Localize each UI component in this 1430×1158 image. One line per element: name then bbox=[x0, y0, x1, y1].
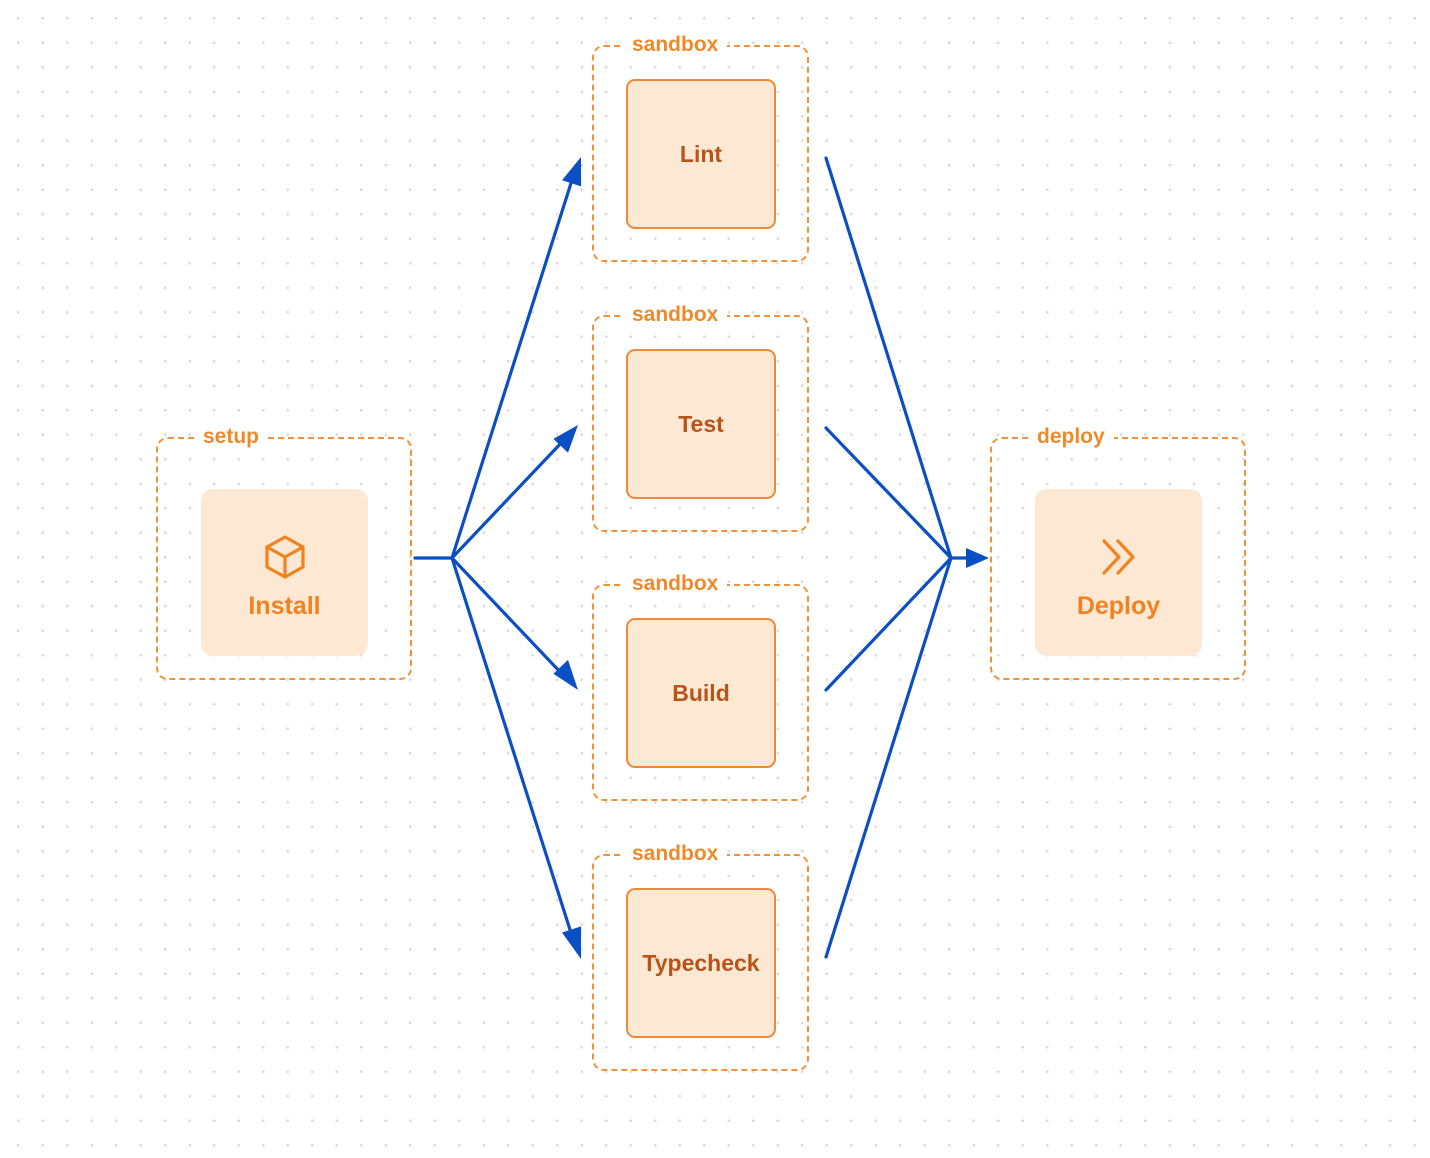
sandbox-group-label: sandbox bbox=[623, 300, 728, 330]
package-box-icon bbox=[264, 535, 305, 579]
sandbox-group-label: sandbox bbox=[623, 569, 728, 599]
deploy-group: deploy Deploy bbox=[990, 422, 1246, 680]
install-node-label: Install bbox=[248, 592, 321, 620]
deploy-node[interactable]: Deploy bbox=[1035, 489, 1202, 656]
arrowhead-deploy bbox=[966, 548, 989, 568]
arrowhead-typecheck bbox=[562, 926, 582, 959]
setup-group: setup Install bbox=[156, 422, 412, 680]
arrowhead-build bbox=[553, 659, 578, 690]
lint-node[interactable]: Lint bbox=[626, 79, 776, 229]
sandbox-group-label: sandbox bbox=[623, 839, 728, 869]
sandbox-group-test: sandbox Test bbox=[592, 300, 809, 532]
install-node[interactable]: Install bbox=[201, 489, 368, 656]
sandbox-group-typecheck: sandbox Typecheck bbox=[592, 839, 809, 1071]
edge-test-to-deploy bbox=[824, 426, 953, 560]
sandbox-group-label: sandbox bbox=[623, 30, 728, 60]
edge-install-to-typecheck bbox=[450, 556, 574, 938]
arrowhead-test bbox=[553, 425, 578, 453]
build-node[interactable]: Build bbox=[626, 618, 776, 768]
sandbox-group-build: sandbox Build bbox=[592, 569, 809, 801]
sandbox-group-lint: sandbox Lint bbox=[592, 30, 809, 262]
setup-group-label: setup bbox=[194, 422, 269, 452]
edge-build-to-deploy bbox=[824, 556, 953, 692]
arrowhead-lint bbox=[562, 157, 582, 187]
edge-typecheck-to-deploy bbox=[824, 556, 953, 959]
test-node[interactable]: Test bbox=[626, 349, 776, 499]
edge-install-to-test bbox=[450, 439, 565, 560]
edge-install-to-build bbox=[450, 556, 565, 677]
edge-lint-to-deploy bbox=[824, 156, 953, 560]
deploy-node-label: Deploy bbox=[1076, 592, 1161, 620]
typecheck-node[interactable]: Typecheck bbox=[626, 888, 776, 1038]
deploy-group-label: deploy bbox=[1028, 422, 1114, 452]
double-chevron-right-icon bbox=[1101, 539, 1135, 575]
edge-install-to-lint bbox=[450, 178, 574, 560]
